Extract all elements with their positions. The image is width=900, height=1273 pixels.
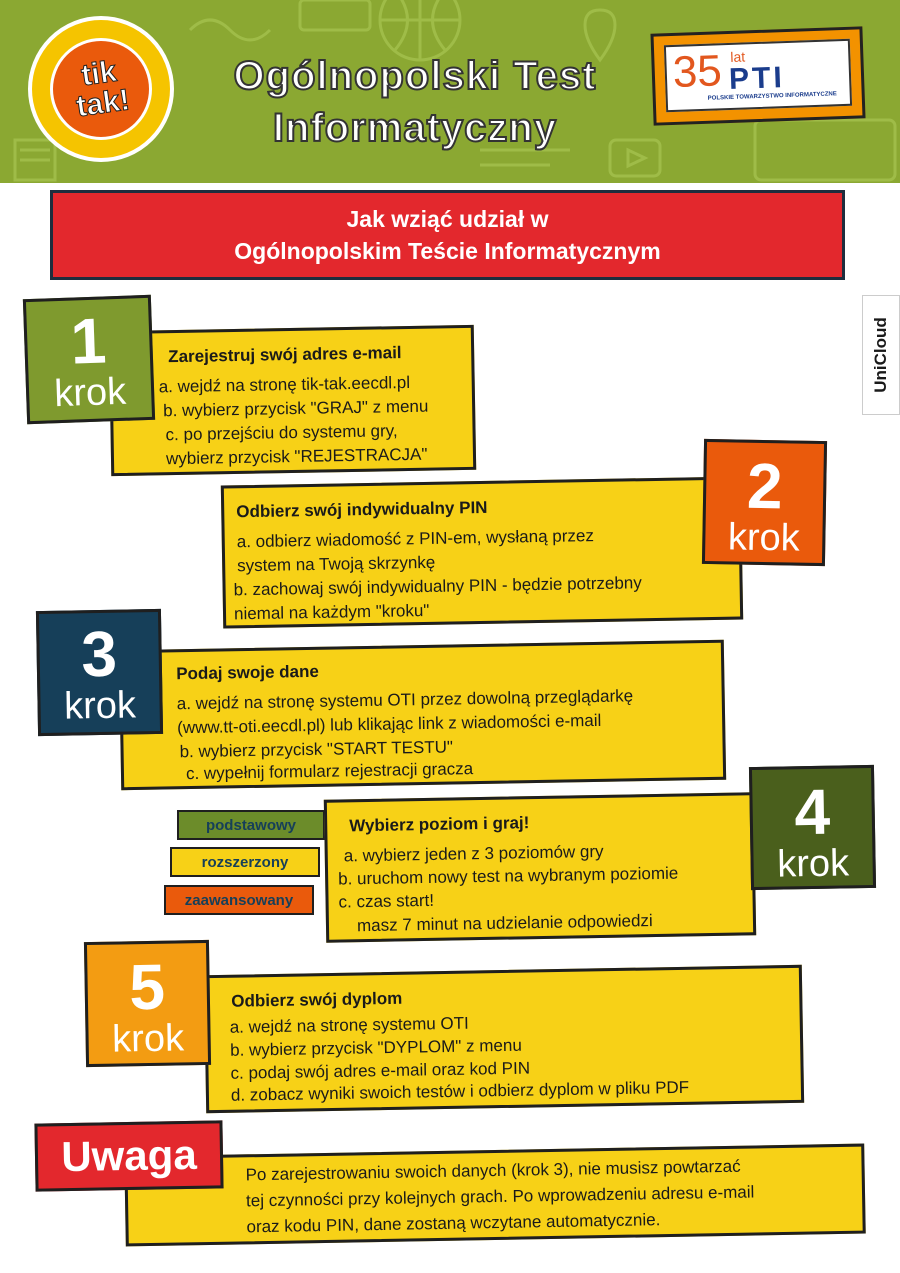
note-line-3: oraz kodu PIN, dane zostaną wczytane aut… xyxy=(246,1210,661,1237)
pti-35-logo: 35 lat PTI POLSKIE TOWARZYSTWO INFORMATY… xyxy=(650,26,866,126)
step-5-line-c: c. podaj swój adres e-mail oraz kod PIN xyxy=(230,1058,531,1083)
step-4-badge: 4 krok xyxy=(748,764,877,891)
level-basic-label: podstawowy xyxy=(205,816,296,834)
step-3-line-b: (www.tt-oti.eecdl.pl) lub klikając link … xyxy=(177,710,602,738)
step-3-line-d: c. wypełnij formularz rejestracji gracza xyxy=(185,759,474,784)
level-extended: rozszerzony xyxy=(170,847,320,877)
title-line-2: Informatyczny xyxy=(272,105,558,151)
step-5-title: Odbierz swój dyplom xyxy=(231,988,403,1011)
step-3-line-c: b. wybierz przycisk "START TESTU" xyxy=(179,737,454,762)
step-5-number: 5 xyxy=(128,950,166,1024)
unicloud-part-1: Uni xyxy=(871,365,890,393)
note-card: Po zarejestrowaniu swoich danych (krok 3… xyxy=(124,1143,866,1247)
unicloud-part-2: Cloud xyxy=(871,317,890,366)
step-2-line-d: niemal na każdym "kroku" xyxy=(233,600,430,624)
step-4-word: krok xyxy=(776,842,850,886)
step-4-line-d: masz 7 minut na udzielanie odpowiedzi xyxy=(356,911,653,936)
step-5-word: krok xyxy=(111,1017,185,1061)
step-1-title: Zarejestruj swój adres e-mail xyxy=(168,343,402,367)
level-basic: podstawowy xyxy=(177,810,325,840)
step-3-card: Podaj swoje dane a. wejdź na stronę syst… xyxy=(118,639,727,791)
banner-line-1: Jak wziąć udział w xyxy=(346,206,549,232)
step-1-line-c: c. po przejściu do systemu gry, xyxy=(165,421,398,445)
step-5-card: Odbierz swój dyplom a. wejdź na stronę s… xyxy=(203,964,805,1114)
step-1-line-d: wybierz przycisk "REJESTRACJA" xyxy=(165,444,428,469)
step-1-number: 1 xyxy=(69,304,108,378)
step-3-line-a: a. wejdź na stronę systemu OTI przez dow… xyxy=(176,686,634,714)
step-4-line-a: a. wybierz jeden z 3 poziomów gry xyxy=(343,841,604,866)
header: tik tak! Ogólnopolski Test Informatyczny… xyxy=(0,0,900,183)
note-line-1: Po zarejestrowaniu swoich danych (krok 3… xyxy=(245,1156,741,1185)
step-2-title: Odbierz swój indywidualny PIN xyxy=(236,497,488,522)
step-3-badge: 3 krok xyxy=(35,608,164,737)
step-3-word: krok xyxy=(63,684,137,728)
note-label: Uwaga xyxy=(34,1120,224,1192)
step-4-line-b: b. uruchom nowy test na wybranym poziomi… xyxy=(338,863,679,889)
header-doodles-decoration xyxy=(13,0,897,182)
step-1-line-a: a. wejdź na stronę tik-tak.eecdl.pl xyxy=(158,372,411,397)
step-3-title: Podaj swoje dane xyxy=(176,661,320,684)
step-5-badge: 5 krok xyxy=(83,939,212,1068)
step-2-number: 2 xyxy=(746,449,784,523)
step-5-line-b: b. wybierz przycisk "DYPLOM" z menu xyxy=(229,1035,522,1060)
step-4-number: 4 xyxy=(793,775,831,849)
logo-text: tik tak! xyxy=(74,54,132,124)
step-1-word: krok xyxy=(53,370,127,416)
step-1-badge: 1 krok xyxy=(22,294,156,425)
tik-tak-logo: tik tak! xyxy=(28,16,174,162)
pti-number: 35 xyxy=(671,46,723,97)
unicloud-logo: UniCloud xyxy=(862,295,900,415)
intro-banner: Jak wziąć udział w Ogólnopolskim Teście … xyxy=(50,190,845,280)
step-3-number: 3 xyxy=(80,617,118,691)
note-label-text: Uwaga xyxy=(60,1130,198,1181)
step-4-line-c: c. czas start! xyxy=(338,890,435,912)
step-2-line-a: a. odbierz wiadomość z PIN-em, wysłaną p… xyxy=(236,526,595,552)
step-2-word: krok xyxy=(727,516,801,560)
pti-abbr: PTI xyxy=(728,61,786,97)
level-advanced: zaawansowany xyxy=(164,885,314,915)
page-title: Ogólnopolski Test Informatyczny xyxy=(190,50,640,154)
step-4-card: Wybierz poziom i graj! a. wybierz jeden … xyxy=(323,792,757,943)
step-2-badge: 2 krok xyxy=(701,438,828,567)
step-5-line-a: a. wejdź na stronę systemu OTI xyxy=(229,1013,469,1037)
step-2-card: Odbierz swój indywidualny PIN a. odbierz… xyxy=(220,476,744,629)
step-2-line-c: b. zachowaj swój indywidualny PIN - będz… xyxy=(233,573,642,600)
banner-line-2: Ogólnopolskim Teście Informatycznym xyxy=(234,238,661,264)
step-2-line-b: system na Twoją skrzynkę xyxy=(237,552,436,576)
step-1-line-b: b. wybierz przycisk "GRAJ" z menu xyxy=(162,396,429,421)
note-line-2: tej czynności przy kolejnych grach. Po w… xyxy=(245,1182,755,1211)
level-advanced-label: zaawansowany xyxy=(184,891,294,909)
step-4-title: Wybierz poziom i graj! xyxy=(349,813,530,836)
pti-full-name: POLSKIE TOWARZYSTWO INFORMATYCZNE xyxy=(707,91,837,102)
title-line-1: Ogólnopolski Test xyxy=(233,53,597,99)
level-extended-label: rozszerzony xyxy=(201,853,289,871)
step-1-card: Zarejestruj swój adres e-mail a. wejdź n… xyxy=(108,324,477,477)
